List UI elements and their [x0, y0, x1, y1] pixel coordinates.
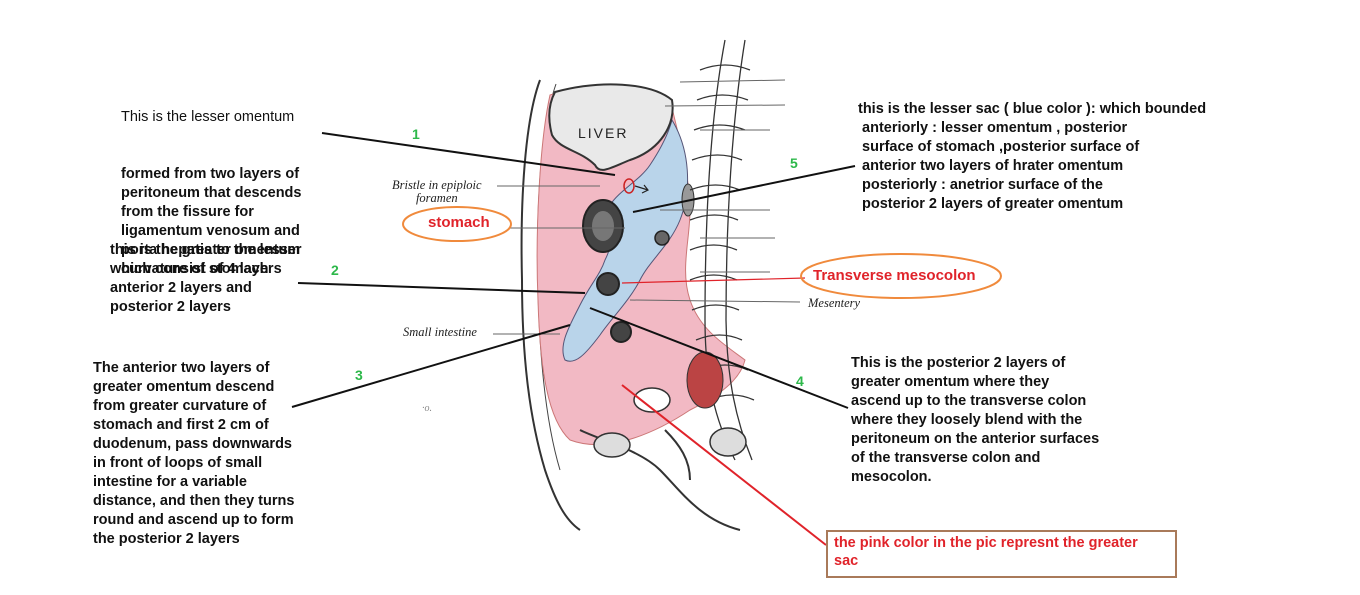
transverse-mesocolon-pointer [621, 277, 806, 284]
mesentery-label: Mesentery [808, 296, 861, 310]
uterus [664, 429, 691, 481]
vertebral-column [689, 39, 755, 461]
lesser-omentum-first-line: This is the lesser omentum [121, 109, 295, 125]
pointer-1 [321, 132, 616, 176]
number-2: 2 [331, 262, 339, 278]
greater-omentum-annotation: this is the greater omentum which consis… [110, 242, 301, 315]
posterior-layers-annotation: This is the posterior 2 layers of greate… [851, 355, 1100, 485]
liver [548, 83, 674, 171]
lesser-sac-annotation: this is the lesser sac ( blue color ): w… [858, 101, 1207, 212]
number-4: 4 [796, 373, 804, 389]
pelvic-loop-right [709, 427, 747, 457]
lesser-omentum-annotation: This is the lesser omentum formed from t… [121, 70, 302, 298]
transverse-colon [596, 272, 620, 296]
duodenum [654, 230, 670, 246]
pointer-4 [589, 307, 849, 409]
stomach-lumen [592, 211, 614, 241]
transverse-mesocolon-label: Transverse mesocolon [813, 267, 976, 284]
number-3: 3 [355, 367, 363, 383]
transverse-mesocolon-oval [800, 253, 1002, 299]
stray-mark: ·o. [422, 403, 432, 414]
bristle-arrow [634, 184, 649, 194]
anterior-layers-annotation: The anterior two layers of greater oment… [93, 360, 295, 547]
small-intestine-loop [610, 321, 632, 343]
epiploic-foramen [623, 178, 635, 194]
rectum [686, 351, 724, 409]
lesser-sac [562, 118, 688, 362]
bladder [633, 387, 671, 413]
pointer-3 [291, 324, 571, 408]
pelvic-loop-left [593, 432, 631, 458]
number-1: 1 [412, 126, 420, 142]
number-5: 5 [790, 155, 798, 171]
greater-sac-note: the pink color in the pic represnt the g… [826, 530, 1177, 578]
stomach-oval [402, 206, 512, 242]
stomach-oval-label: stomach [428, 214, 490, 231]
liver-label: LIVER [578, 125, 629, 141]
lesser-omentum-body: formed from two layers of peritoneum tha… [121, 166, 302, 277]
bristle-label: Bristle in epiploic foramen [392, 178, 482, 205]
pointer-lines [291, 132, 856, 409]
figure-leader-lines [493, 79, 801, 335]
greater-sac-pointer [621, 384, 827, 546]
pointer-2 [297, 282, 586, 294]
abdominal-wall-outline [520, 79, 581, 531]
small-intestine-label: Small intestine [403, 325, 477, 339]
pointer-5 [632, 165, 856, 213]
